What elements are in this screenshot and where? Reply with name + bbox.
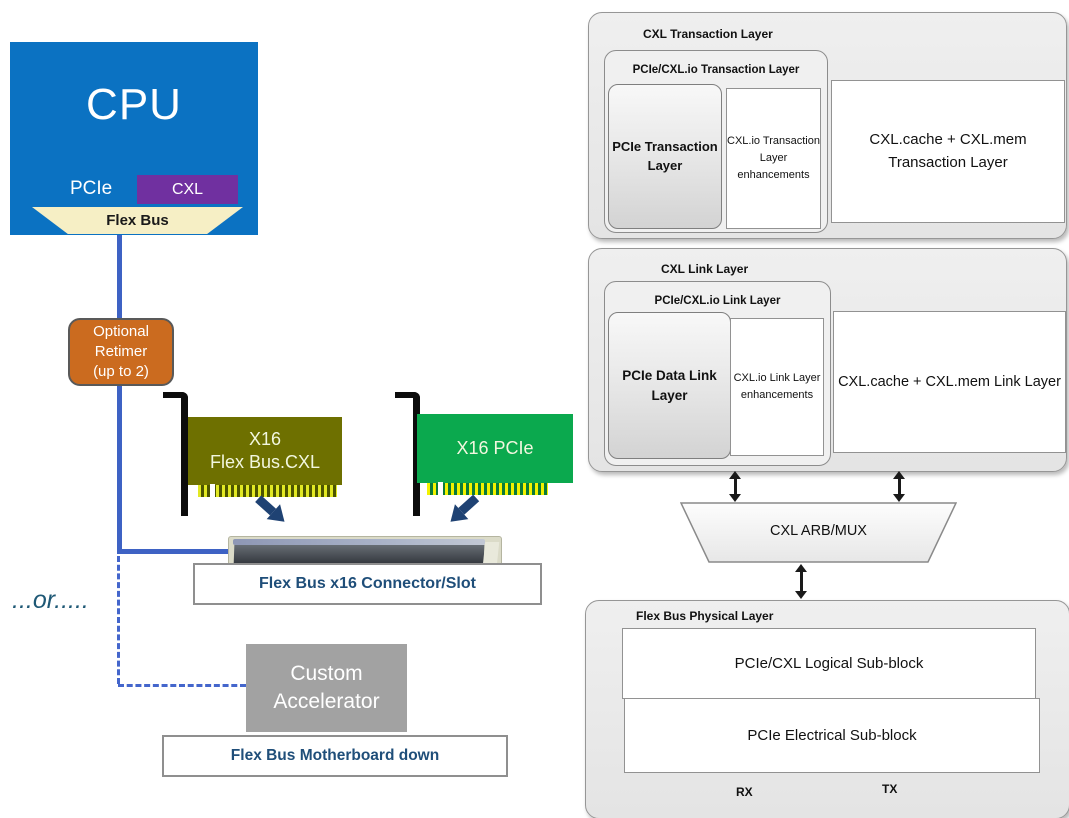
pcie-transaction-layer-box: PCIe Transaction Layer [608, 84, 722, 229]
arb-mux-trapezoid [679, 502, 958, 563]
arrow-head [729, 471, 741, 479]
cpu-cxl-block: CXL [137, 175, 238, 204]
arrow-head [893, 494, 905, 502]
x16-flex-bus-cxl-card: X16 Flex Bus.CXL [188, 417, 342, 485]
cxl-cache-mem-transaction-box: CXL.cache + CXL.mem Transaction Layer [831, 80, 1065, 223]
optional-retimer-block: Optional Retimer (up to 2) [68, 318, 174, 386]
x16-pcie-label: X16 PCIe [456, 437, 534, 458]
alternate-path-dashed-vertical-line [117, 556, 120, 684]
slot-body [233, 545, 485, 565]
cpu-pcie-label: PCIe [70, 178, 113, 199]
pcie-cxl-logical-subblock-box: PCIe/CXL Logical Sub-block [622, 628, 1036, 699]
down-left-arrow-icon [443, 491, 483, 530]
flex-bus-physical-layer-panel: Flex Bus Physical Layer PCIe/CXL Logical… [585, 600, 1069, 818]
rx-label: RX [736, 785, 753, 799]
double-arrow-icon [794, 564, 808, 599]
pcie-cxlio-transaction-subpanel: PCIe/CXL.io Transaction Layer PCIe Trans… [604, 50, 828, 233]
cxlio-link-enhancements-box: CXL.io Link Layer enhancements [730, 318, 824, 456]
cxl-cache-mem-link-box: CXL.cache + CXL.mem Link Layer [833, 311, 1066, 453]
pcie-cxlio-link-subpanel: PCIe/CXL.io Link Layer PCIe Data Link La… [604, 281, 831, 466]
cxl-arb-mux-block: CXL ARB/MUX [679, 502, 958, 563]
double-arrow-icon [728, 471, 742, 502]
pcie-cxlio-link-title: PCIe/CXL.io Link Layer [654, 295, 781, 307]
flex-bus-trapezoid: Flex Bus [32, 207, 243, 234]
or-text: ...or..... [12, 586, 89, 614]
cxlio-transaction-enhancements-box: CXL.io Transaction Layer enhancements [726, 88, 821, 229]
edge-connector-fingers [427, 483, 548, 495]
arrow-head [729, 494, 741, 502]
cpu-block: CPU PCIe CXL Flex Bus [10, 42, 258, 235]
flex-bus-vertical-line [117, 235, 122, 553]
arrow-shaft [733, 479, 737, 494]
pcie-data-link-layer-box: PCIe Data Link Layer [608, 312, 731, 459]
arrow-shaft [799, 572, 803, 591]
card-bracket-icon [395, 392, 420, 516]
pcie-cxlio-transaction-title: PCIe/CXL.io Transaction Layer [632, 64, 800, 76]
pcie-electrical-subblock-box: PCIe Electrical Sub-block [624, 698, 1040, 773]
arrow-head [795, 591, 807, 599]
arrow-head [893, 471, 905, 479]
x16-label: X16 [248, 428, 281, 449]
custom-accelerator-label: Custom Accelerator [273, 661, 380, 713]
double-arrow-icon [892, 471, 906, 502]
flex-bus-physical-layer-title: Flex Bus Physical Layer [636, 609, 774, 623]
connector-slot-label-box: Flex Bus x16 Connector/Slot [193, 563, 542, 605]
motherboard-down-label-box: Flex Bus Motherboard down [162, 735, 508, 777]
optional-retimer-label: Optional Retimer (up to 2) [93, 323, 149, 380]
cxl-transaction-layer-panel: CXL Transaction Layer PCIe/CXL.io Transa… [588, 12, 1067, 239]
custom-accelerator-block: Custom Accelerator [246, 644, 407, 732]
cxl-transaction-layer-title: CXL Transaction Layer [643, 27, 773, 41]
cxl-arb-mux-label: CXL ARB/MUX [770, 522, 867, 539]
x16-pcie-card: X16 PCIe [417, 414, 573, 483]
flex-bus-horizontal-line [117, 549, 233, 554]
edge-connector-fingers [198, 485, 337, 497]
alternate-path-dashed-horizontal-line [118, 684, 246, 687]
arrow-shaft [897, 479, 901, 494]
tx-label: TX [882, 782, 898, 796]
slot-top-strip [233, 539, 485, 545]
arrow-head [795, 564, 807, 572]
connector-key-notch [210, 484, 215, 498]
cxl-link-layer-title: CXL Link Layer [661, 262, 749, 276]
connector-key-notch [438, 482, 443, 496]
cpu-label: CPU [86, 80, 182, 129]
flex-bus-cxl-label: Flex Bus.CXL [209, 452, 321, 472]
cxl-link-layer-panel: CXL Link Layer PCIe/CXL.io Link Layer PC… [588, 248, 1067, 472]
card-bracket-icon [163, 392, 188, 516]
